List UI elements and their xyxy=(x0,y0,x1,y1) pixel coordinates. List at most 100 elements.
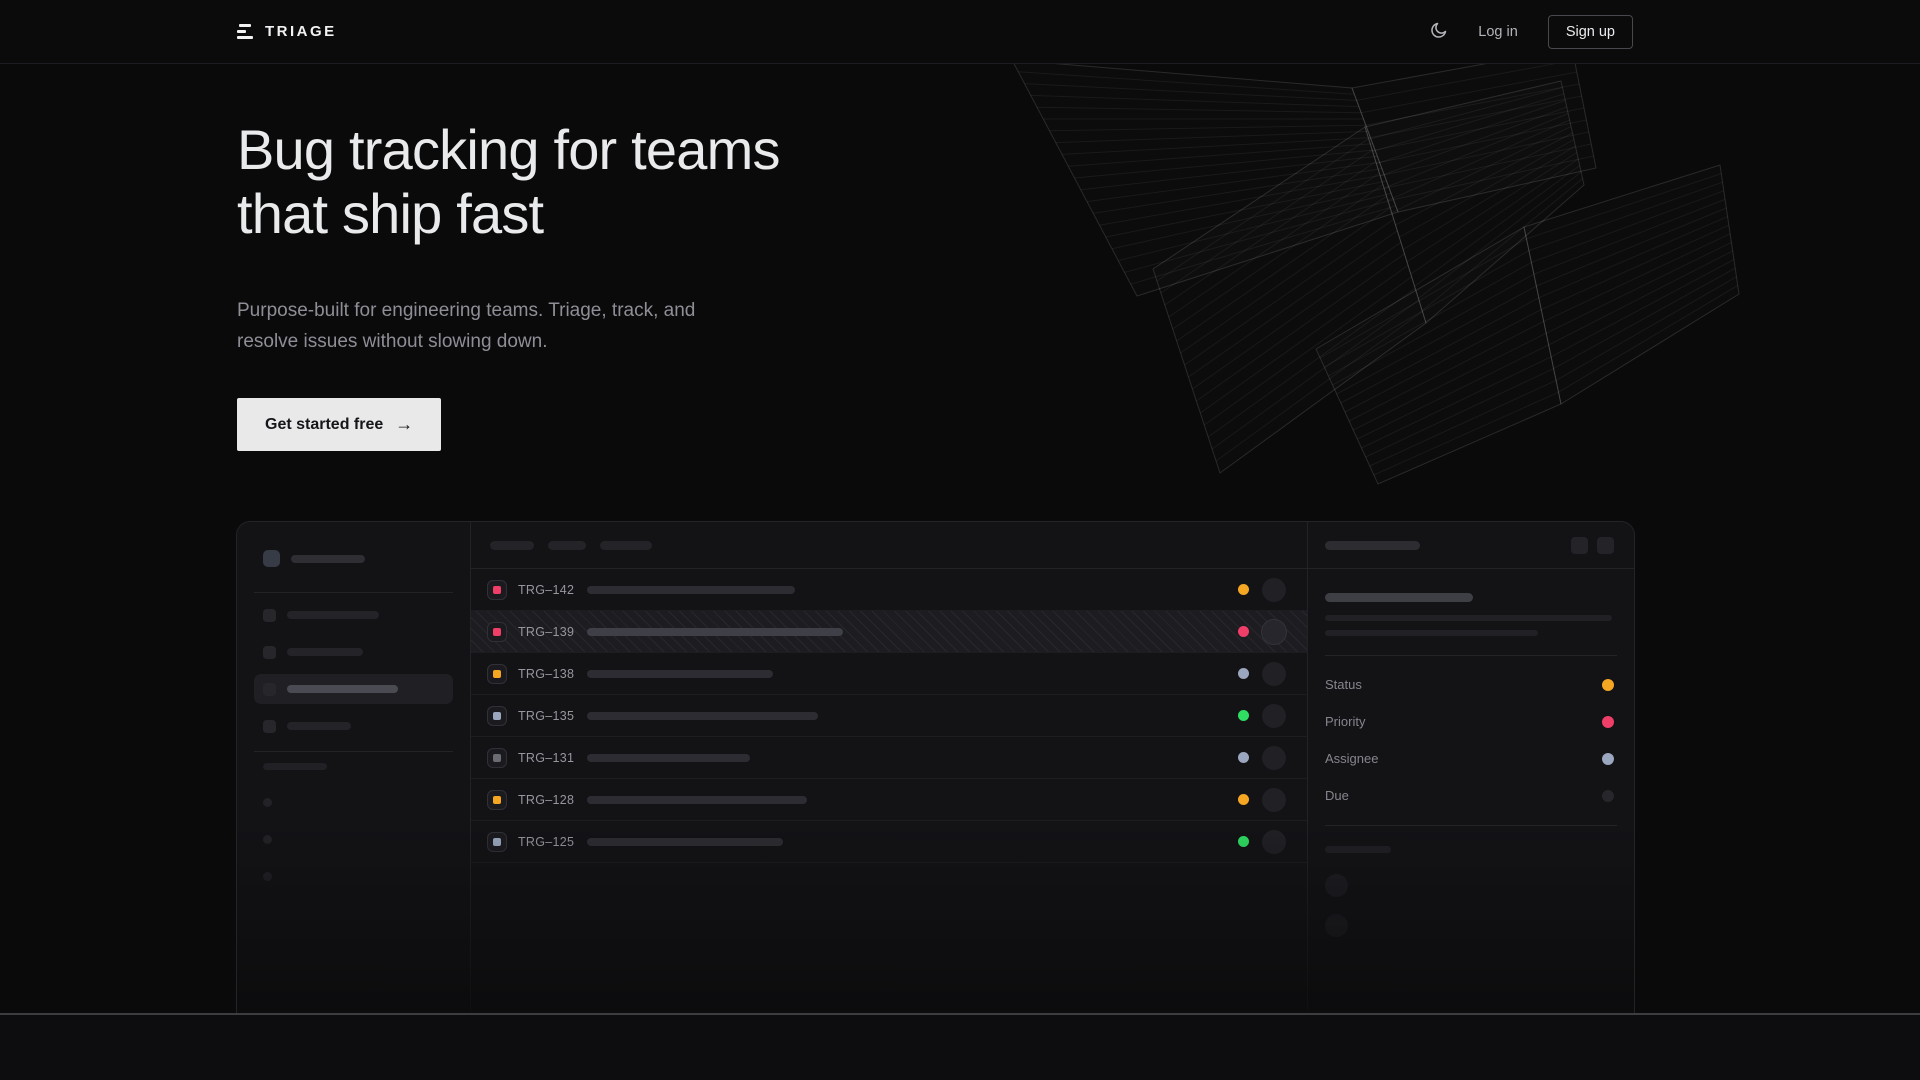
workspace-name-skeleton xyxy=(291,554,365,563)
detail-field-dot xyxy=(1602,715,1614,728)
status-dot xyxy=(1238,584,1249,595)
detail-breadcrumb-skeleton xyxy=(1325,540,1420,550)
issue-rows: TRG–142 TRG–139 TRG–138 TRG–135 xyxy=(471,569,1307,863)
list-dot-skeleton xyxy=(263,798,272,807)
issue-id: TRG–131 xyxy=(518,750,575,765)
assignee-avatar xyxy=(1262,745,1286,770)
detail-field-label: Priority xyxy=(1325,714,1366,729)
nav-icon xyxy=(263,719,276,733)
navbar-actions: Log in Sign up xyxy=(1429,14,1633,49)
sidebar-nav-skeleton xyxy=(237,600,470,741)
moon-icon xyxy=(1429,21,1448,43)
status-dot xyxy=(1238,794,1249,805)
login-link[interactable]: Log in xyxy=(1478,23,1518,40)
issue-row: TRG–131 xyxy=(471,737,1307,779)
detail-field-row: Assignee xyxy=(1308,740,1634,777)
issue-type-icon xyxy=(487,663,507,684)
detail-action-button-skeleton xyxy=(1571,536,1588,554)
below-fold-section xyxy=(0,1013,1920,1080)
workspace-avatar xyxy=(263,550,280,567)
issue-type-icon xyxy=(487,579,507,600)
issue-title-skeleton xyxy=(587,669,773,678)
divider xyxy=(254,592,453,593)
issue-type-icon xyxy=(487,747,507,768)
divider xyxy=(1325,825,1617,826)
issue-type-icon xyxy=(487,789,507,810)
issue-title-skeleton xyxy=(587,837,783,846)
assignee-avatar xyxy=(1262,577,1286,602)
hero-section: Bug tracking for teams that ship fast xyxy=(237,118,780,246)
nav-icon xyxy=(263,682,276,696)
issue-title-skeleton xyxy=(587,627,843,636)
detail-field-dot xyxy=(1602,752,1614,765)
list-dot-skeleton xyxy=(263,835,272,844)
detail-field-row: Priority xyxy=(1308,703,1634,740)
title-line-1: Bug tracking for teams xyxy=(237,118,780,181)
issue-id: TRG–142 xyxy=(518,582,575,597)
arrow-right-icon: → xyxy=(395,414,414,434)
navbar: TRIAGE Log in Sign up xyxy=(0,0,1920,64)
detail-field-dot xyxy=(1602,678,1614,691)
page-title: Bug tracking for teams that ship fast xyxy=(237,118,780,246)
issue-type-icon xyxy=(487,831,507,852)
issue-row: TRG–139 xyxy=(471,611,1307,653)
detail-field-row: Due xyxy=(1308,777,1634,814)
status-dot xyxy=(1238,668,1249,679)
sidebar-item-skeleton xyxy=(254,711,453,741)
preview-detail-panel: Status Priority Assignee Due xyxy=(1308,522,1634,1013)
issue-type-icon xyxy=(487,621,507,642)
cta-label: Get started free xyxy=(265,415,384,433)
issue-id: TRG–138 xyxy=(518,666,575,681)
issue-row: TRG–135 xyxy=(471,695,1307,737)
issue-row: TRG–128 xyxy=(471,779,1307,821)
issue-title-skeleton xyxy=(587,795,807,804)
signup-button[interactable]: Sign up xyxy=(1547,14,1633,49)
detail-text-skeleton xyxy=(1325,615,1612,621)
section-label-skeleton xyxy=(263,763,327,770)
brand-name: TRIAGE xyxy=(265,23,337,40)
issue-id: TRG–139 xyxy=(518,624,575,639)
filter-pill-skeleton xyxy=(548,540,586,550)
comment-avatar-skeleton xyxy=(1325,874,1348,897)
assignee-avatar xyxy=(1262,787,1286,812)
issue-id: TRG–128 xyxy=(518,792,575,807)
divider xyxy=(1325,655,1617,656)
detail-field-label: Status xyxy=(1325,677,1362,692)
issue-id: TRG–125 xyxy=(518,834,575,849)
get-started-button[interactable]: Get started free → xyxy=(237,398,442,451)
divider xyxy=(254,751,453,752)
issue-id: TRG–135 xyxy=(518,708,575,723)
list-dot-skeleton xyxy=(263,872,272,881)
nav-icon xyxy=(263,645,276,659)
detail-action-button-skeleton xyxy=(1597,536,1614,554)
sidebar-item-skeleton xyxy=(254,600,453,630)
issue-title-skeleton xyxy=(587,711,818,720)
comment-avatar-skeleton xyxy=(1325,914,1348,937)
workspace-switcher-skeleton xyxy=(237,522,470,567)
status-dot xyxy=(1238,626,1249,637)
detail-field-label: Assignee xyxy=(1325,751,1379,766)
assignee-avatar xyxy=(1262,619,1286,644)
hero-subtitle: Purpose-built for engineering teams. Tri… xyxy=(237,300,696,352)
issue-title-skeleton xyxy=(587,753,750,762)
preview-sidebar xyxy=(237,522,471,1013)
issue-row: TRG–138 xyxy=(471,653,1307,695)
activity-label-skeleton xyxy=(1325,846,1391,853)
issue-row: TRG–142 xyxy=(471,569,1307,611)
brand-logo[interactable]: TRIAGE xyxy=(237,23,337,40)
title-line-2: that ship fast xyxy=(237,182,544,245)
app-preview-card: TRG–142 TRG–139 TRG–138 TRG–135 xyxy=(236,521,1635,1013)
nav-icon xyxy=(263,608,276,622)
preview-issue-list: TRG–142 TRG–139 TRG–138 TRG–135 xyxy=(471,522,1308,1013)
issue-type-icon xyxy=(487,705,507,726)
list-header-skeleton xyxy=(471,522,1307,569)
assignee-avatar xyxy=(1262,661,1286,686)
filter-pill-skeleton xyxy=(600,540,652,550)
detail-text-skeleton xyxy=(1325,630,1538,636)
sidebar-item-skeleton xyxy=(254,637,453,667)
theme-toggle-button[interactable] xyxy=(1429,21,1448,43)
status-dot xyxy=(1238,752,1249,763)
detail-field-dot xyxy=(1602,789,1614,802)
